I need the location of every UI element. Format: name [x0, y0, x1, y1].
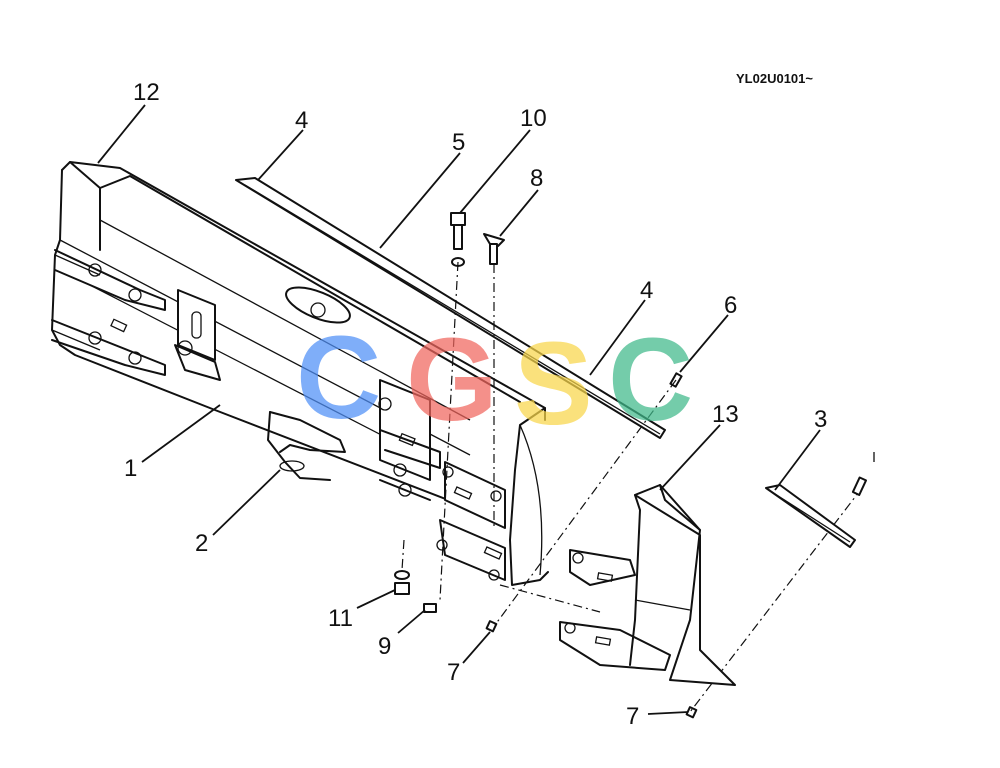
callout-7-b: 7 [626, 703, 639, 730]
blade-main [51, 161, 549, 586]
leader-lines [97, 104, 821, 715]
callout-9: 9 [378, 633, 391, 660]
callout-7-a: 7 [447, 659, 460, 686]
callout-5: 5 [452, 129, 465, 156]
callout-4-upper: 4 [295, 107, 308, 134]
pin-7-a [485, 620, 498, 633]
watermark-letter-1: C [296, 312, 381, 444]
bolt-10 [450, 212, 466, 267]
washer-9 [423, 603, 437, 613]
watermark-letter-4: C [608, 314, 693, 446]
pin-7-b [685, 706, 698, 719]
callout-4-lower: 4 [640, 277, 653, 304]
callout-13: 13 [712, 401, 739, 428]
end-bit-13 [559, 484, 736, 686]
callout-labels: 12 4 5 10 8 4 6 13 3 1 2 11 9 7 7 [124, 79, 827, 730]
callout-6: 6 [724, 292, 737, 319]
watermark-letter-3: S [514, 318, 593, 450]
callout-2: 2 [195, 530, 208, 557]
callout-10: 10 [520, 105, 547, 132]
drawing-code: YL02U0101~ [736, 71, 813, 86]
callout-11: 11 [328, 605, 353, 632]
watermark-letter-2: G [406, 314, 498, 446]
nut-11 [394, 570, 410, 595]
side-plate-3 [765, 452, 875, 548]
callout-12: 12 [133, 79, 160, 106]
cutting-edge-strip [235, 177, 666, 439]
callout-8: 8 [530, 165, 543, 192]
callout-1: 1 [124, 455, 137, 482]
bolt-8 [483, 233, 505, 265]
callout-3: 3 [814, 406, 827, 433]
watermark-logo: C G S C [296, 312, 693, 450]
